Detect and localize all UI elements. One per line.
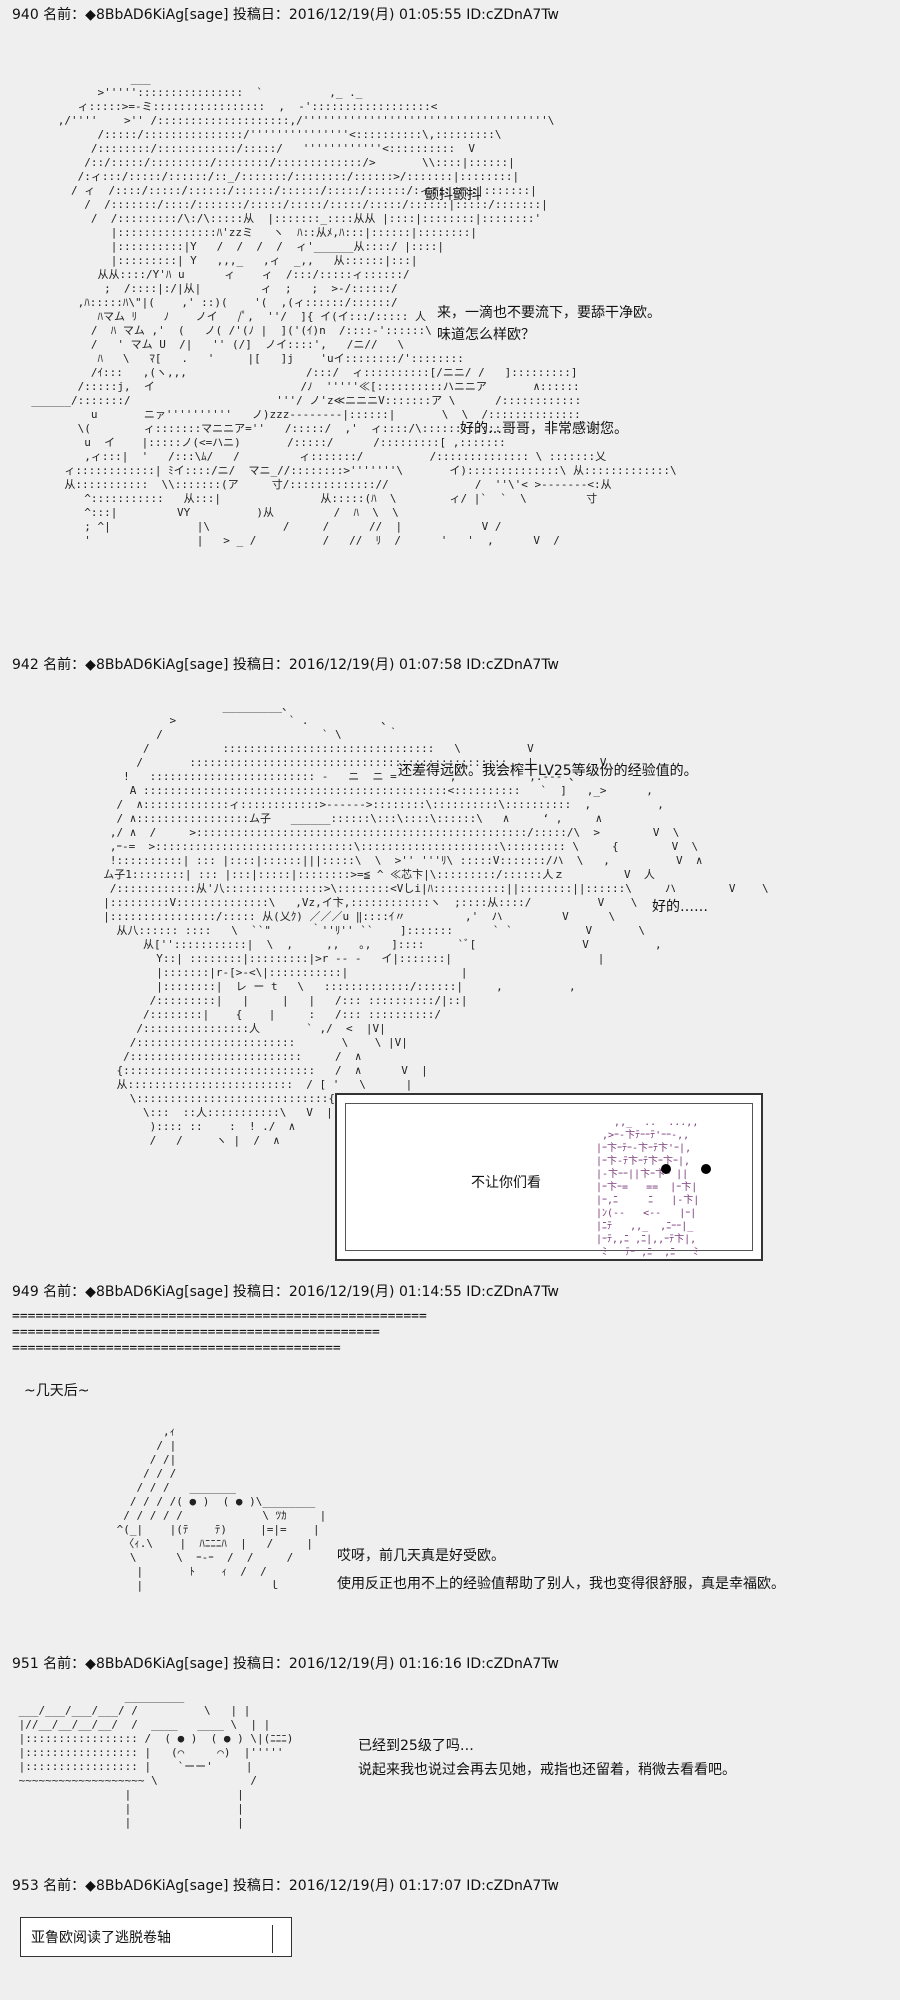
post-header-940: 940 名前：◆8BbAD6KiAg[sage] 投稿日：2016/12/19(… bbox=[12, 7, 560, 23]
narration-text: 亚鲁欧阅读了逃脱卷轴 bbox=[31, 1930, 171, 1946]
speech-line-5b: 使用反正也用不上的经验值帮助了别人，我也变得很舒服，真是幸福欧。 bbox=[337, 1576, 785, 1592]
speech-line-4: 好的…… bbox=[652, 899, 708, 915]
separator-line-2: ========================================… bbox=[12, 1325, 380, 1340]
narration-box-tick bbox=[272, 1925, 273, 1953]
post-header-942: 942 名前：◆8BbAD6KiAg[sage] 投稿日：2016/12/19(… bbox=[12, 657, 560, 673]
censor-box-text: 不让你们看 bbox=[471, 1175, 541, 1191]
censor-face-art: ,,_ .. ...,, ,>ｰ-卞ﾃｰｰﾃ'ｰｰ-,, |ｰ卞ｰﾃｰ-卞ｰﾃ卞… bbox=[596, 1117, 700, 1258]
speech-tremble: 颤抖颤抖 bbox=[425, 187, 481, 203]
post-header-949: 949 名前：◆8BbAD6KiAg[sage] 投稿日：2016/12/19(… bbox=[12, 1284, 560, 1300]
censor-face-left-eye bbox=[661, 1164, 671, 1174]
speech-line-6a: 已经到25级了吗… bbox=[358, 1738, 474, 1754]
post-header-953: 953 名前：◆8BbAD6KiAg[sage] 投稿日：2016/12/19(… bbox=[12, 1878, 560, 1894]
speech-line-1b: 味道怎么样欧？ bbox=[437, 327, 535, 343]
post-header-951: 951 名前：◆8BbAD6KiAg[sage] 投稿日：2016/12/19(… bbox=[12, 1656, 560, 1672]
speech-line-3: 还差得远欧。我会榨干LV25等级份的经验值的。 bbox=[398, 763, 698, 779]
speech-line-2: 好的…哥哥，非常感谢您。 bbox=[460, 421, 628, 437]
days-later-caption: ~几天后~ bbox=[24, 1383, 90, 1399]
ascii-art-scene-2: _________、 > ` . ､ / ` \ ｀ / :::::::::::… bbox=[103, 700, 769, 1147]
speech-line-1a: 来，一滴也不要流下，要舔干净欧。 bbox=[437, 305, 661, 321]
speech-line-5a: 哎呀，前几天真是好受欧。 bbox=[337, 1548, 505, 1564]
censor-box: 不让你们看 ,,_ .. ...,, ,>ｰ-卞ﾃｰｰﾃ'ｰｰ-,, |ｰ卞ｰﾃ… bbox=[335, 1093, 763, 1261]
separator-line-1: ========================================… bbox=[12, 1309, 427, 1324]
speech-line-6b: 说起来我也说过会再去见她，戒指也还留着，稍微去看看吧。 bbox=[358, 1762, 736, 1778]
narration-box: 亚鲁欧阅读了逃脱卷轴 bbox=[20, 1917, 292, 1957]
censor-face-right-eye bbox=[701, 1164, 711, 1174]
ascii-art-scene-4: _________ ___/___/___/___/ / \ | | |//__… bbox=[18, 1690, 294, 1829]
separator-line-3: ========================================… bbox=[12, 1341, 341, 1356]
ascii-art-scene-3: ,ｨ / | / /| / / / / / / _______ / / / /(… bbox=[116, 1425, 327, 1592]
censor-box-inner: 不让你们看 ,,_ .. ...,, ,>ｰ-卞ﾃｰｰﾃ'ｰｰ-,, |ｰ卞ｰﾃ… bbox=[345, 1103, 753, 1258]
ascii-art-scene-1: ___ >''''':::::::::::::::: ` ,_ ._ ィ::::… bbox=[31, 72, 677, 547]
